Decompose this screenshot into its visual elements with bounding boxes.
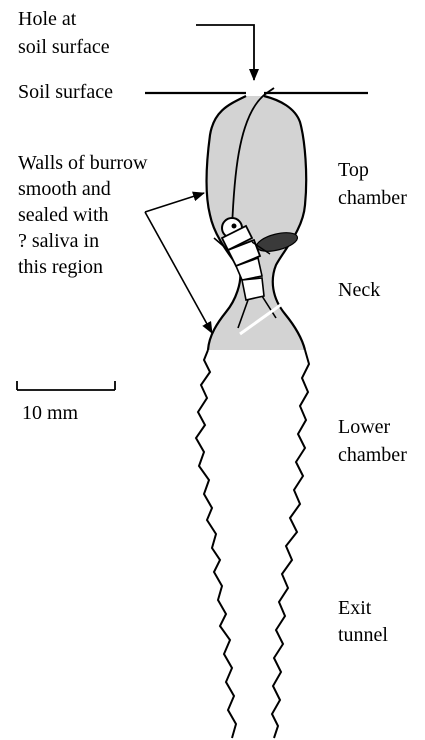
label-neck: Neck (338, 279, 380, 301)
label-walls-line2: smooth and (18, 178, 111, 200)
label-top-chamber-line2: chamber (338, 187, 407, 209)
hole-pointer-arrow (196, 25, 254, 80)
label-scale: 10 mm (22, 402, 79, 424)
label-exit-tunnel-line1: Exit (338, 597, 372, 619)
label-walls-line1: Walls of burrow (18, 152, 148, 174)
label-walls-line3: sealed with (18, 204, 109, 226)
label-lower-chamber-line2: chamber (338, 444, 407, 466)
lower-chamber-wall-left (196, 350, 236, 738)
label-hole-line2: soil surface (18, 36, 110, 58)
scale-bar (17, 381, 115, 390)
label-exit-tunnel-line2: tunnel (338, 624, 388, 646)
lower-chamber-wall-right (272, 350, 309, 738)
walls-arrow-lower (145, 212, 212, 333)
label-walls-line5: this region (18, 256, 103, 278)
top-chamber-fill (207, 96, 307, 350)
walls-arrow-upper (145, 193, 204, 212)
label-top-chamber-line1: Top (338, 159, 369, 181)
label-hole-line1: Hole at (18, 8, 77, 30)
label-walls-line4: ? saliva in (18, 230, 99, 252)
label-lower-chamber-line1: Lower (338, 416, 391, 438)
label-soil-surface: Soil surface (18, 81, 113, 103)
